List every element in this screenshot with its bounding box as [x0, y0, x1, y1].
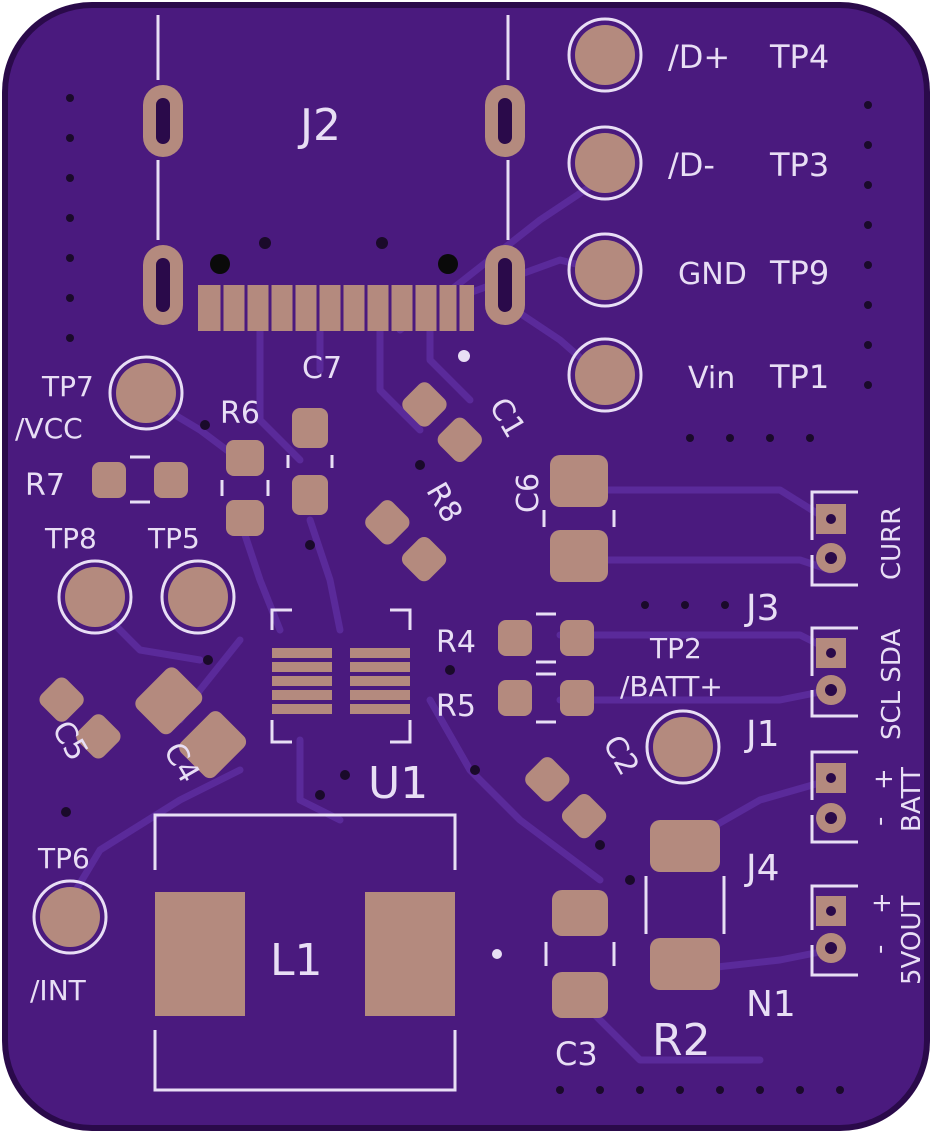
label-n1: N1 [746, 984, 796, 1025]
testpoint-tp1 [567, 337, 643, 413]
testpoint-tp4 [567, 17, 643, 93]
resistor-r4 [498, 612, 594, 664]
connector-j1-i2c [810, 626, 858, 718]
label-tp2-net: /BATT+ [620, 670, 723, 703]
label-c3: C3 [555, 1035, 598, 1073]
label-vout-minus: - [865, 945, 895, 954]
label-batt-minus: - [865, 817, 895, 826]
resistor-r6 [220, 440, 270, 536]
label-u1: U1 [368, 758, 428, 809]
testpoint-tp8 [57, 559, 133, 635]
label-tp1: TP1 [769, 358, 829, 396]
label-r7: R7 [25, 468, 65, 503]
label-tp5: TP5 [147, 522, 200, 555]
testpoint-tp7 [108, 355, 184, 431]
label-batt: BATT [897, 767, 927, 832]
ic-u1 [270, 608, 412, 744]
inductor-l1 [153, 813, 502, 1092]
label-scl-sda: SCL SDA [877, 629, 907, 740]
label-tp9-net: GND [678, 257, 747, 292]
resistor-r8 [365, 500, 447, 582]
label-r5: R5 [436, 689, 476, 724]
resistor-r7 [92, 455, 188, 504]
label-tp6: TP6 [37, 842, 90, 875]
label-tp7: TP7 [41, 370, 94, 403]
label-c6: C6 [511, 473, 546, 513]
label-tp7-net: /VCC [15, 412, 83, 445]
label-tp1-net: Vin [688, 361, 735, 396]
label-curr: CURR [877, 507, 907, 580]
label-vout: 5VOUT [897, 896, 927, 985]
testpoint-tp9 [567, 232, 643, 308]
label-r4: R4 [436, 625, 476, 660]
label-vout-plus: + [867, 892, 897, 914]
label-tp6-net: /INT [30, 974, 87, 1007]
connector-5vout [810, 884, 858, 977]
capacitor-c4 [135, 667, 247, 779]
usb-connector-j2 [143, 15, 525, 362]
label-tp2: TP2 [649, 632, 702, 665]
label-tp3: TP3 [769, 146, 829, 184]
label-r6: R6 [220, 396, 260, 431]
resistor-r2 [644, 820, 726, 990]
label-j4: J4 [744, 848, 780, 889]
label-j1: J1 [744, 714, 780, 755]
connector-j3-curr [810, 490, 858, 587]
label-j3: J3 [744, 588, 780, 629]
capacitor-c2 [525, 757, 607, 839]
label-tp3-net: /D- [668, 146, 715, 184]
label-r2: R2 [652, 1015, 711, 1066]
testpoint-tp2 [645, 709, 721, 785]
label-tp4: TP4 [769, 38, 829, 76]
capacitor-c6 [542, 455, 616, 582]
label-batt-plus: + [869, 768, 899, 790]
resistor-r5 [498, 672, 594, 724]
label-tp4-net: /D+ [668, 38, 730, 76]
connector-j4-batt [810, 750, 858, 844]
capacitor-c5 [39, 677, 121, 759]
testpoint-tp3 [567, 125, 643, 201]
label-l1: L1 [270, 935, 323, 986]
label-tp8: TP8 [44, 522, 97, 555]
label-j2: J2 [297, 100, 341, 151]
capacitor-c1 [402, 382, 482, 462]
label-tp9: TP9 [769, 254, 829, 292]
via-group [61, 94, 872, 1094]
capacitor-c7 [286, 408, 334, 515]
testpoint-tp5 [160, 559, 236, 635]
capacitor-c3 [544, 890, 616, 1018]
testpoint-tp6 [32, 879, 108, 955]
label-c7: C7 [302, 351, 342, 386]
